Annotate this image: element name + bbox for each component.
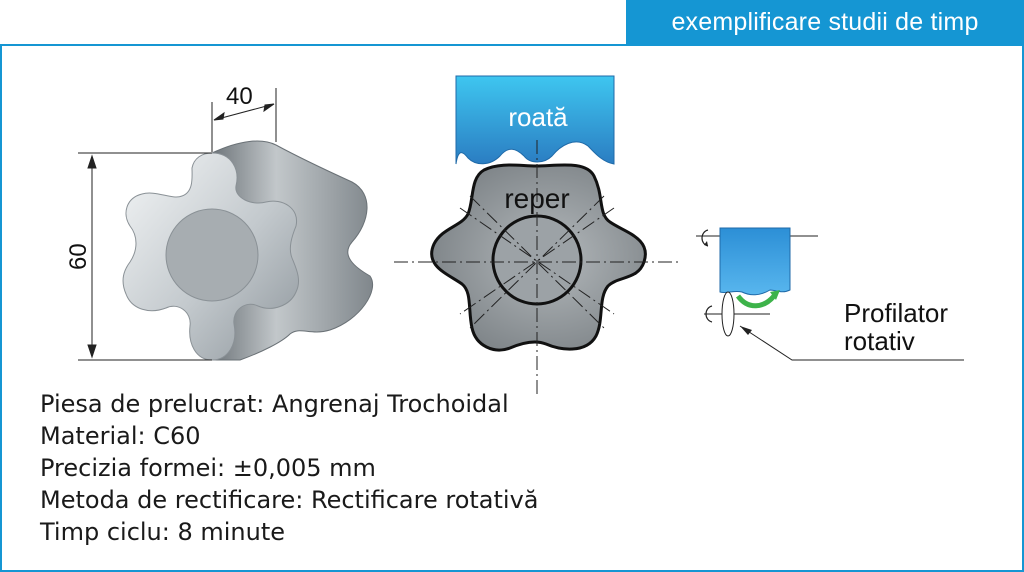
gear-3d-side <box>211 140 374 361</box>
dimension-width-label: 40 <box>226 83 253 110</box>
spec-cycle-time: Timp ciclu: 8 minute <box>40 518 286 546</box>
dimension-height <box>78 152 212 361</box>
rotary-profiler <box>696 227 964 361</box>
header-title: exemplificare studii de timp <box>626 0 1024 44</box>
dimension-height-label: 60 <box>65 243 92 270</box>
profiler-label-line1: Profilator <box>844 298 948 328</box>
content-frame <box>0 44 1024 572</box>
spec-material: Material: C60 <box>40 422 201 450</box>
gear-3d-bore <box>165 208 259 302</box>
spec-workpiece: Piesa de prelucrat: Angrenaj Trochoidal <box>40 390 509 418</box>
gear-profile <box>394 140 680 398</box>
wheel-label: roată <box>508 102 568 132</box>
profiler-leader <box>739 325 964 361</box>
dimension-width <box>211 88 277 152</box>
green-rotation-arrow <box>735 294 776 309</box>
spec-method: Metoda de rectificare: Rectificare rotat… <box>40 486 539 514</box>
grinding-wheel <box>455 75 615 165</box>
specs-list: Piesa de prelucrat: Angrenaj Trochoidal … <box>40 388 539 548</box>
rotation-icon-bottom <box>705 305 713 323</box>
profiler-disk <box>721 291 735 337</box>
profiler-label-line2: rotativ <box>844 326 915 356</box>
spec-precision: Precizia formei: ±0,005 mm <box>40 454 376 482</box>
profiler-block <box>719 227 791 296</box>
reference-label: reper <box>504 183 569 214</box>
gear-3d <box>122 140 374 361</box>
